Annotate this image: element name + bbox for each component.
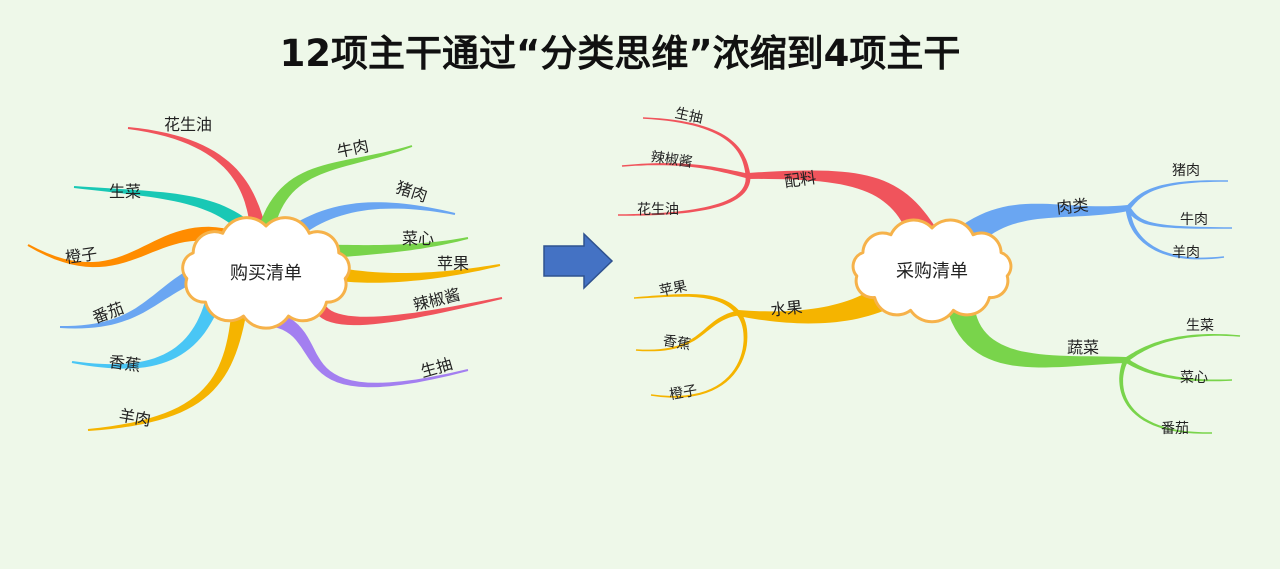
diagram-title: 12项主干通过“分类思维”浓缩到4项主干 bbox=[280, 32, 961, 75]
branch-line bbox=[279, 202, 456, 246]
item-branch-line bbox=[1124, 334, 1241, 362]
group-label: 肉类 bbox=[1056, 195, 1090, 217]
item-branch-line bbox=[621, 163, 749, 179]
item-label: 猪肉 bbox=[1172, 163, 1200, 179]
center-cloud bbox=[181, 216, 351, 330]
item-label: 生抽 bbox=[673, 105, 704, 126]
item-branch-line bbox=[1126, 206, 1232, 229]
group-branch-line bbox=[747, 170, 935, 239]
branch-label: 苹果 bbox=[437, 254, 469, 273]
branch-line bbox=[309, 237, 469, 260]
item-label: 牛肉 bbox=[1180, 212, 1208, 228]
item-label: 苹果 bbox=[658, 278, 689, 299]
center-label: 购买清单 bbox=[230, 263, 302, 284]
center-cloud bbox=[851, 218, 1013, 324]
item-branch-line bbox=[1126, 180, 1228, 210]
item-branch-line bbox=[1124, 358, 1232, 382]
item-branch-line bbox=[650, 311, 748, 398]
right-arrow-icon bbox=[543, 232, 614, 290]
branch-label: 橙子 bbox=[64, 244, 98, 267]
branch-label: 菜心 bbox=[402, 229, 434, 248]
item-branch-line bbox=[1125, 207, 1225, 260]
item-label: 番茄 bbox=[1161, 420, 1189, 437]
item-label: 橙子 bbox=[668, 383, 698, 404]
item-label: 辣椒酱 bbox=[650, 149, 694, 171]
group-branch-line bbox=[946, 302, 1126, 368]
item-label: 香蕉 bbox=[662, 333, 692, 354]
group-branch-line bbox=[737, 280, 900, 324]
item-branch-line bbox=[635, 310, 739, 352]
branch-label: 生菜 bbox=[109, 182, 141, 201]
item-branch-line bbox=[634, 294, 740, 315]
branch-line bbox=[266, 310, 469, 388]
group-label: 蔬菜 bbox=[1067, 338, 1099, 357]
branch-line bbox=[27, 226, 224, 268]
branch-line bbox=[71, 295, 222, 369]
item-label: 羊肉 bbox=[1172, 245, 1200, 261]
branch-label: 生抽 bbox=[418, 354, 454, 381]
branch-label: 香蕉 bbox=[108, 352, 142, 375]
branch-line bbox=[73, 186, 256, 238]
right-arrow-icon bbox=[543, 232, 614, 290]
branch-line bbox=[313, 262, 501, 283]
item-label: 生菜 bbox=[1186, 318, 1214, 334]
item-branch-line bbox=[618, 175, 751, 216]
group-label: 水果 bbox=[770, 297, 804, 319]
branch-line bbox=[127, 127, 266, 230]
item-label: 花生油 bbox=[637, 202, 679, 218]
branch-line bbox=[309, 286, 503, 326]
branch-line bbox=[60, 264, 204, 329]
branch-label: 猪肉 bbox=[394, 178, 430, 206]
group-branch-line bbox=[950, 203, 1129, 254]
item-label: 菜心 bbox=[1180, 370, 1208, 386]
branch-label: 花生油 bbox=[164, 115, 212, 134]
group-label: 配料 bbox=[783, 168, 817, 191]
center-label: 采购清单 bbox=[896, 261, 968, 282]
branch-label: 番茄 bbox=[90, 298, 127, 327]
